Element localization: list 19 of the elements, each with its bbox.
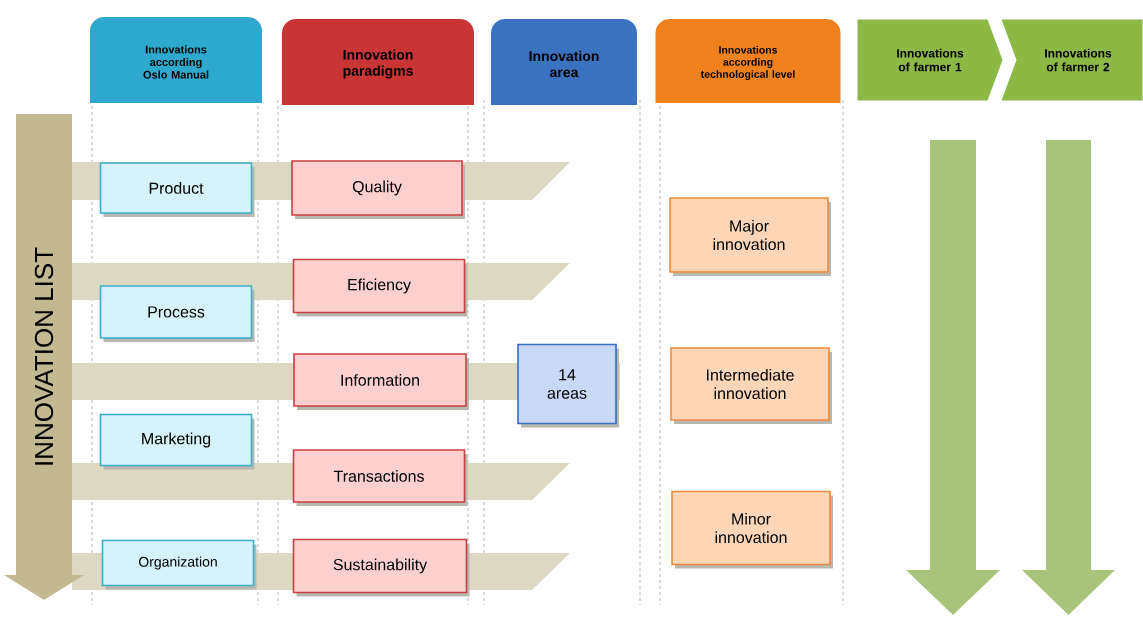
category-box: Organization <box>101 539 257 590</box>
category-box: Quality <box>291 160 465 219</box>
column-header: Innovations according technological level <box>655 19 841 103</box>
column-header: Innovation area <box>491 19 637 105</box>
category-box: Sustainability <box>292 538 470 597</box>
category-box: Information <box>293 353 469 410</box>
category-box: Minor innovation <box>671 490 833 569</box>
chevron-header: Innovations of farmer 2 <box>1001 19 1143 101</box>
category-box: Product <box>99 162 255 217</box>
column-header: Innovation paradigms <box>282 19 474 105</box>
category-box: Transactions <box>292 449 468 506</box>
category-box: Marketing <box>99 413 255 470</box>
category-box: Major innovation <box>669 197 831 276</box>
chevron-header: Innovations of farmer 1 <box>857 19 1003 101</box>
category-box: 14 areas <box>517 343 619 428</box>
category-box: Process <box>99 285 255 342</box>
category-box: Intermediate innovation <box>670 347 832 424</box>
column-header: Innovations according Oslo Manual <box>90 17 262 103</box>
category-box: Eficiency <box>292 258 468 317</box>
